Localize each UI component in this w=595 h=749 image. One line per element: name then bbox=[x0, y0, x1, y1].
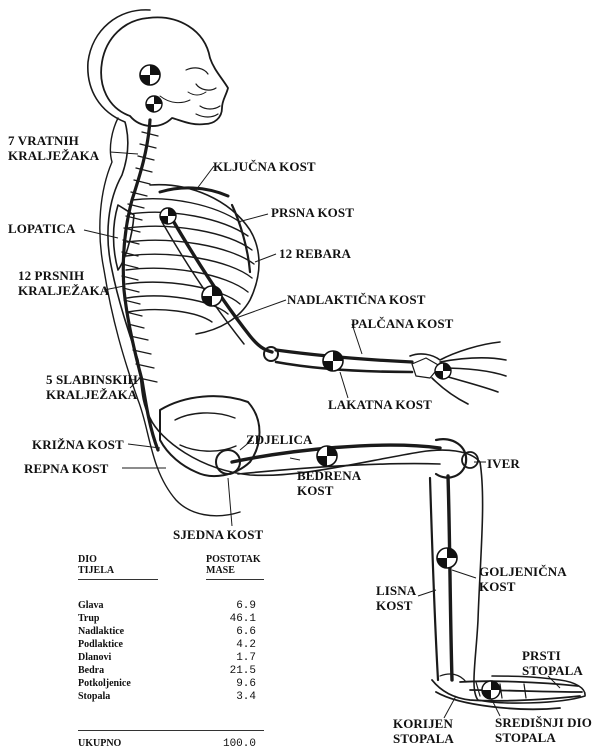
label-ulna: LAKATNA KOST bbox=[328, 397, 432, 412]
table-row: Bedra 21.5 bbox=[78, 665, 288, 678]
header-underline-part bbox=[78, 579, 158, 580]
row-percent: 21.5 bbox=[208, 665, 256, 677]
label-scapula: LOPATICA bbox=[8, 221, 76, 236]
table-row: Podlaktice 4.2 bbox=[78, 639, 288, 652]
mass-center-marker bbox=[437, 548, 457, 568]
tibia bbox=[448, 476, 452, 680]
label-toes: PRSTI STOPALA bbox=[522, 648, 583, 678]
mass-center-marker bbox=[482, 681, 500, 699]
row-part: Nadlaktice bbox=[78, 626, 124, 637]
total-percent: 100.0 bbox=[208, 738, 256, 749]
row-part: Stopala bbox=[78, 691, 110, 702]
label-cervical-vertebrae: 7 VRATNIH KRALJEŽAKA bbox=[8, 133, 99, 163]
leader-cervical bbox=[110, 152, 138, 154]
label-ribs: 12 REBARA bbox=[279, 246, 351, 261]
leader-sternum bbox=[238, 214, 268, 222]
mass-center-marker bbox=[202, 286, 222, 306]
row-part: Podlaktice bbox=[78, 639, 123, 650]
row-part: Potkoljenice bbox=[78, 678, 131, 689]
table-row: Glava 6.9 bbox=[78, 600, 288, 613]
label-metatarsus: SREDIŠNJI DIO STOPALA bbox=[495, 715, 592, 745]
table-row: Dlanovi 1.7 bbox=[78, 652, 288, 665]
label-femur: BEDRENA KOST bbox=[297, 468, 361, 498]
hand bbox=[410, 342, 506, 404]
table-row: Trup 46.1 bbox=[78, 613, 288, 626]
label-fibula: LISNA KOST bbox=[376, 583, 416, 613]
foot bbox=[432, 680, 582, 709]
row-percent: 6.9 bbox=[208, 600, 256, 612]
total-divider bbox=[78, 730, 264, 731]
table-row: Nadlaktice 6.6 bbox=[78, 626, 288, 639]
mass-center-marker bbox=[435, 363, 451, 379]
mass-center-marker bbox=[160, 208, 176, 224]
row-percent: 4.2 bbox=[208, 639, 256, 651]
table-row: Potkoljenice 9.6 bbox=[78, 678, 288, 691]
label-clavicle: KLJUČNA KOST bbox=[213, 159, 316, 174]
table-header-percent: POSTOTAK MASE bbox=[206, 554, 261, 576]
row-part: Trup bbox=[78, 613, 100, 624]
leader-ischium bbox=[228, 478, 232, 526]
mass-center-marker bbox=[323, 351, 343, 371]
clavicle bbox=[160, 188, 228, 196]
table-row: Stopala 3.4 bbox=[78, 691, 288, 704]
label-pelvis: ZDJELICA bbox=[246, 432, 313, 447]
radius bbox=[276, 350, 412, 362]
mass-center-marker bbox=[146, 96, 162, 112]
table-header-part: DIO TIJELA bbox=[78, 554, 114, 576]
row-percent: 3.4 bbox=[208, 691, 256, 703]
label-patella: IVER bbox=[487, 456, 520, 471]
row-part: Dlanovi bbox=[78, 652, 111, 663]
leader-ulna bbox=[340, 372, 348, 398]
elbow-joint bbox=[264, 347, 278, 361]
label-sacrum: KRIŽNA KOST bbox=[32, 437, 124, 452]
ulna bbox=[276, 362, 412, 372]
leader-femur bbox=[290, 458, 300, 460]
label-humerus: NADLAKTIČNA KOST bbox=[287, 292, 426, 307]
header-underline-percent bbox=[206, 579, 264, 580]
mass-center-marker bbox=[317, 446, 337, 466]
label-tibia: GOLJENIČNA KOST bbox=[479, 564, 567, 594]
pelvis bbox=[160, 396, 260, 476]
row-percent: 6.6 bbox=[208, 626, 256, 638]
total-label: UKUPNO bbox=[78, 738, 121, 749]
row-percent: 46.1 bbox=[208, 613, 256, 625]
label-radius: PALČANA KOST bbox=[351, 316, 453, 331]
row-part: Bedra bbox=[78, 665, 104, 676]
label-sternum: PRSNA KOST bbox=[271, 205, 354, 220]
leader-tibia bbox=[452, 570, 476, 578]
leader-clavicle bbox=[196, 166, 214, 190]
fibula bbox=[430, 478, 438, 680]
mass-center-marker bbox=[140, 65, 160, 85]
label-tarsus: KORIJEN STOPALA bbox=[393, 716, 454, 746]
sternum bbox=[232, 205, 250, 272]
row-percent: 1.7 bbox=[208, 652, 256, 664]
skull bbox=[101, 17, 228, 126]
label-lumbar-vertebrae: 5 SLABINSKIH KRALJEŽAKA bbox=[46, 372, 138, 402]
label-ischium: SJEDNA KOST bbox=[173, 527, 263, 542]
table-total-row: UKUPNO 100.0 bbox=[78, 738, 288, 749]
leader-tarsus bbox=[444, 696, 456, 718]
row-percent: 9.6 bbox=[208, 678, 256, 690]
label-coccyx: REPNA KOST bbox=[24, 461, 108, 476]
row-part: Glava bbox=[78, 600, 104, 611]
label-thoracic-vertebrae: 12 PRSNIH KRALJEŽAKA bbox=[18, 268, 109, 298]
